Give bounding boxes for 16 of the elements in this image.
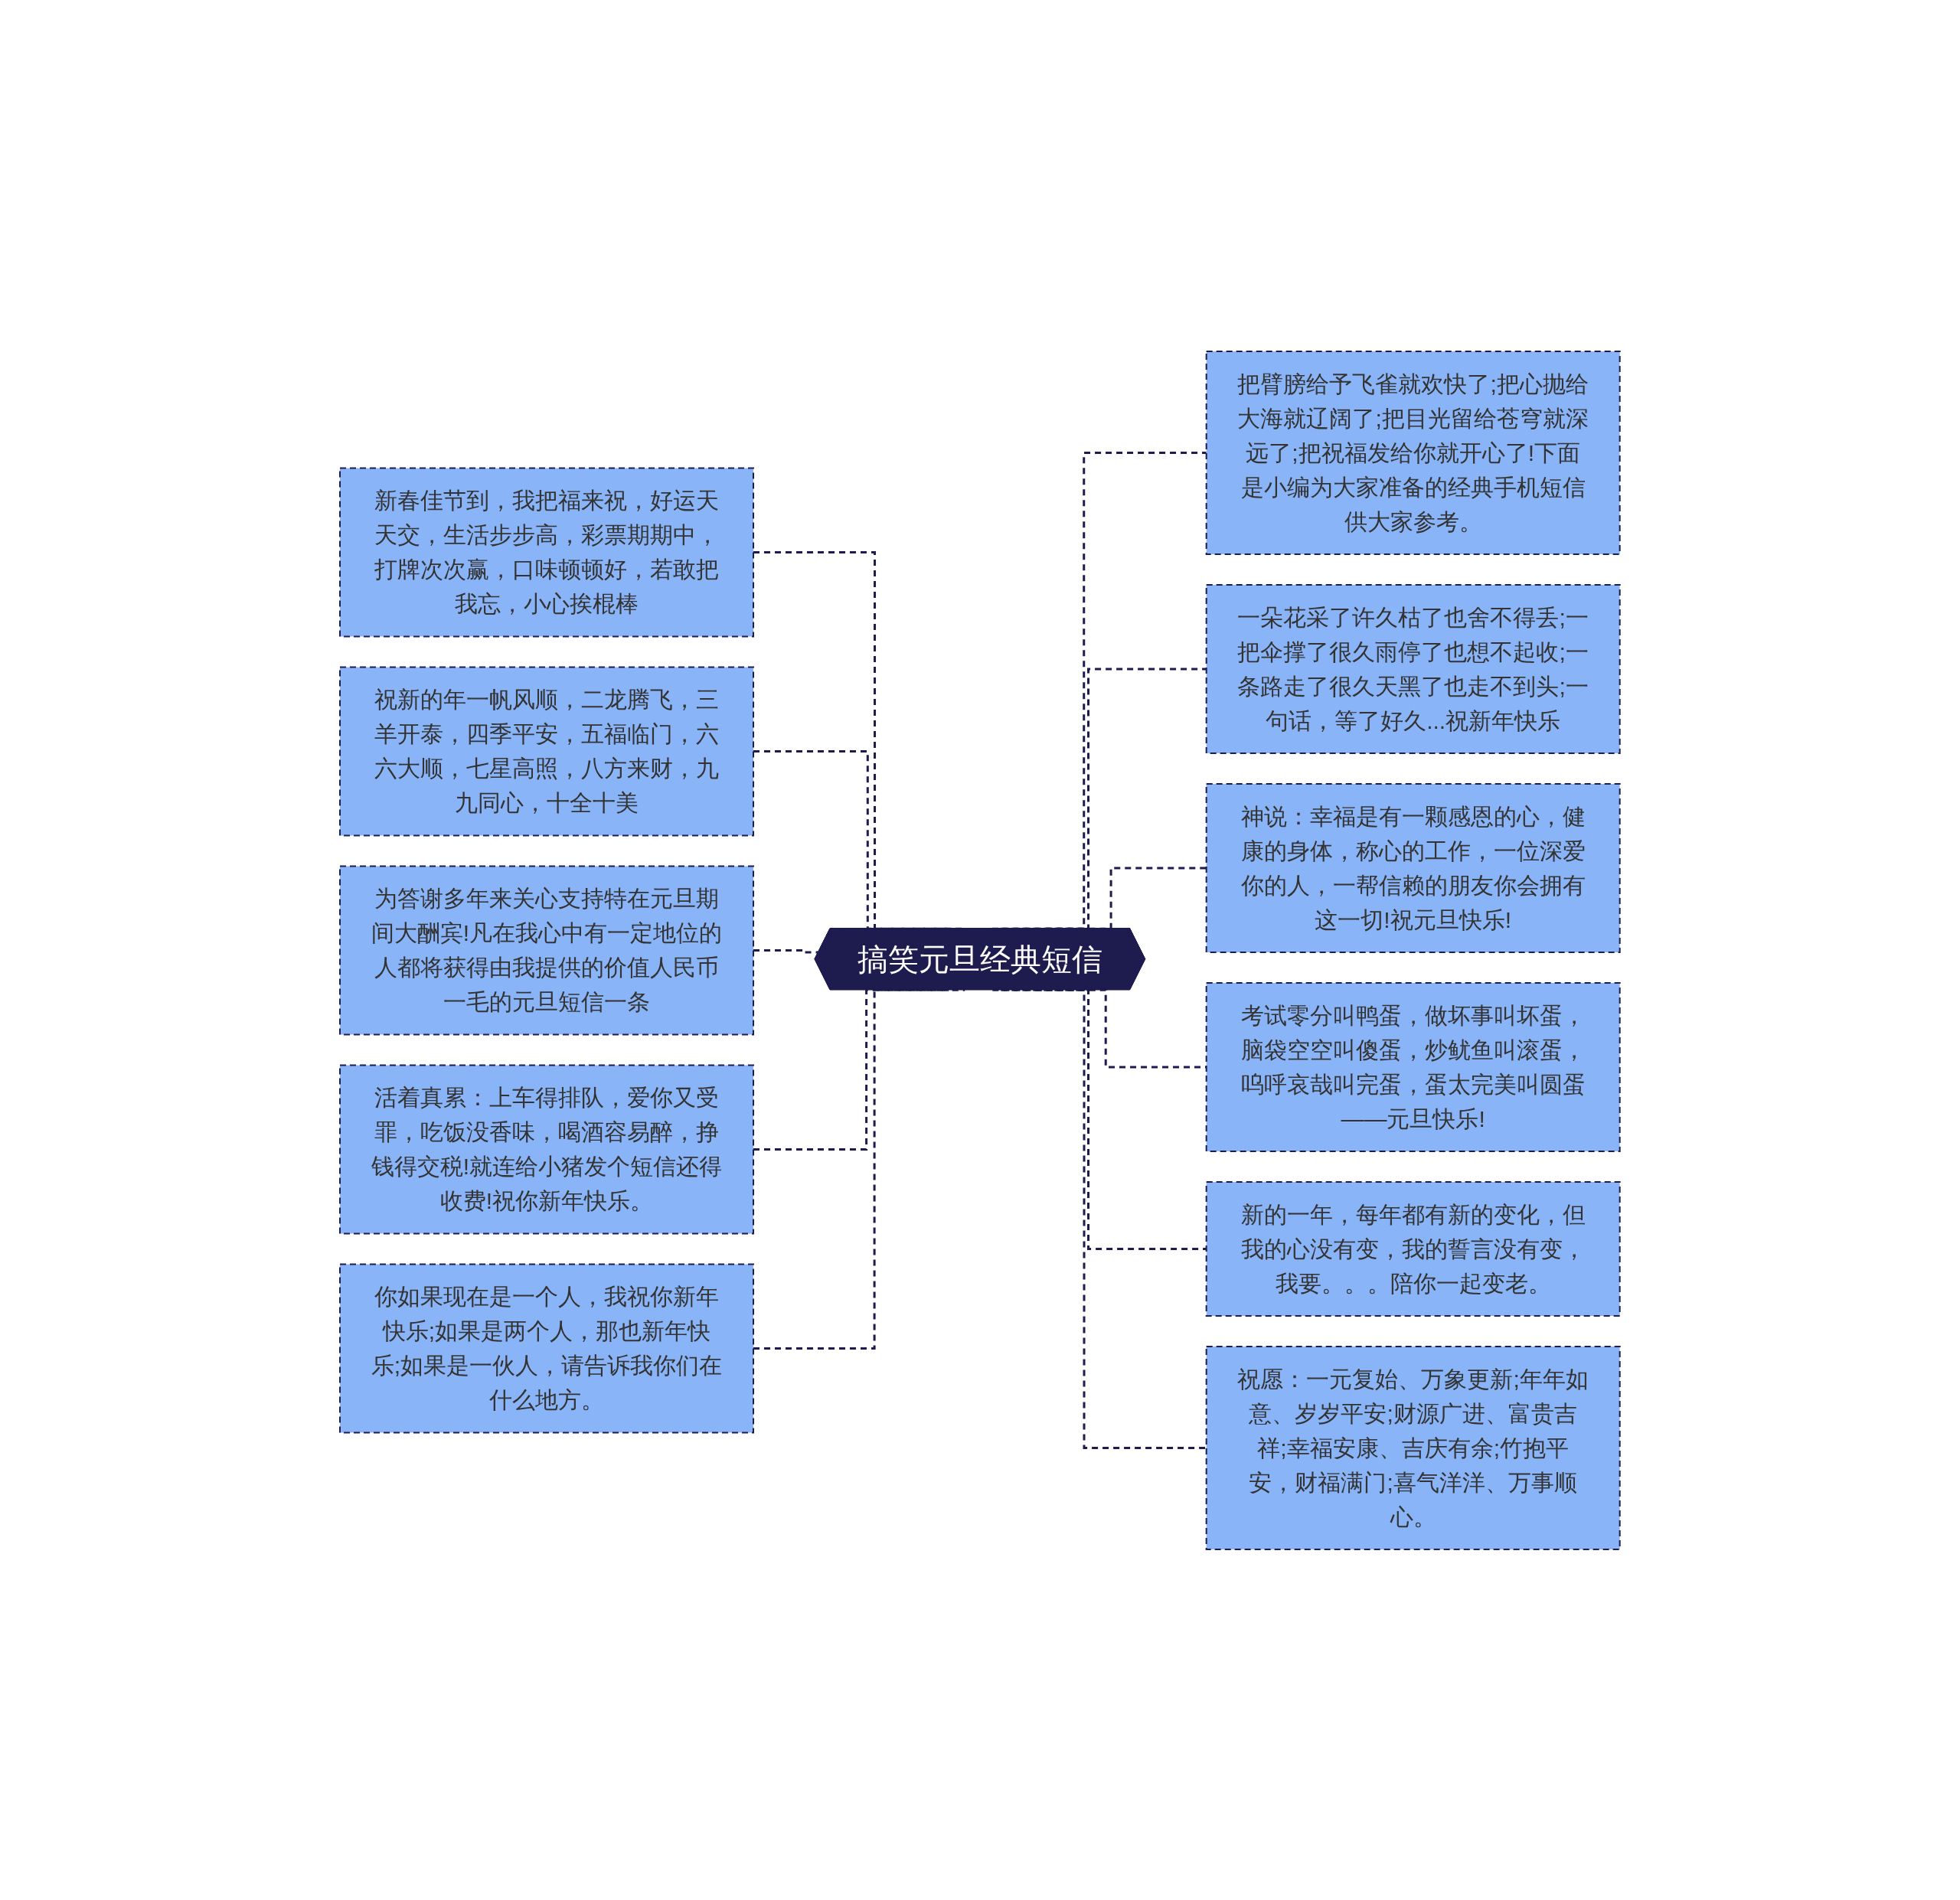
connector: [753, 988, 965, 1350]
connector: [753, 948, 819, 953]
connector: [992, 988, 1207, 1449]
node-box: 祝愿：一元复始、万象更新;年年如意、岁岁平安;财源广进、富贵吉祥;幸福安康、吉庆有余;竹抱平安，财福满门;喜气洋洋、万事顺心。: [1205, 1345, 1621, 1550]
node-box: 活着真累：上车得排队，爱你又受罪，吃饭没香味，喝酒容易醉，挣钱得交税!就连给小猪发个短信还得收费!祝你新年快乐。: [339, 1064, 755, 1234]
node-box: 祝新的年一帆风顺，二龙腾飞，三羊开泰，四季平安，五福临门，六六大顺，七星高照，八方来财，九九同心，十全十美: [339, 666, 755, 836]
node-box: 把臂膀给予飞雀就欢快了;把心抛给大海就辽阔了;把目光留给苍穹就深远了;把祝福发给你就开心了!下面是小编为大家准备的经典手机短信供大家参考。: [1205, 350, 1621, 555]
node-box: 一朵花采了许久枯了也舍不得丢;一把伞撑了很久雨停了也想不起收;一条路走了很久天黑了也走不到头;一句话，等了好久...祝新年快乐: [1205, 583, 1621, 754]
node-box: 为答谢多年来关心支持特在元旦期间大酬宾!凡在我心中有一定地位的人都将获得由我提供的价值人民币一毛的元旦短信一条: [339, 865, 755, 1035]
node-box: 新的一年，每年都有新的变化，但我的心没有变，我的誓言没有变，我要。。。陪你一起变老。: [1205, 1180, 1621, 1317]
node-box: 考试零分叫鸭蛋，做坏事叫坏蛋，脑袋空空叫傻蛋，炒鱿鱼叫滚蛋，呜呼哀哉叫完蛋，蛋太完美叫圆蛋——元旦快乐!: [1205, 981, 1621, 1152]
node-box: 新春佳节到，我把福来祝，好运天天交，生活步步高，彩票期期中，打牌次次赢，口味顿顿好，若敢把我忘，小心挨棍棒: [339, 467, 755, 637]
node-box: 你如果现在是一个人，我祝你新年快乐;如果是两个人，那也新年快乐;如果是一伙人，请告诉我你们在什么地方。: [339, 1263, 755, 1433]
connector: [1001, 988, 1207, 1250]
connector: [753, 988, 949, 1151]
node-box: 神说：幸福是有一颗感恩的心，健康的身体，称心的工作，一位深爱你的人，一帮信赖的朋友你会拥有这一切!祝元旦快乐!: [1205, 782, 1621, 953]
